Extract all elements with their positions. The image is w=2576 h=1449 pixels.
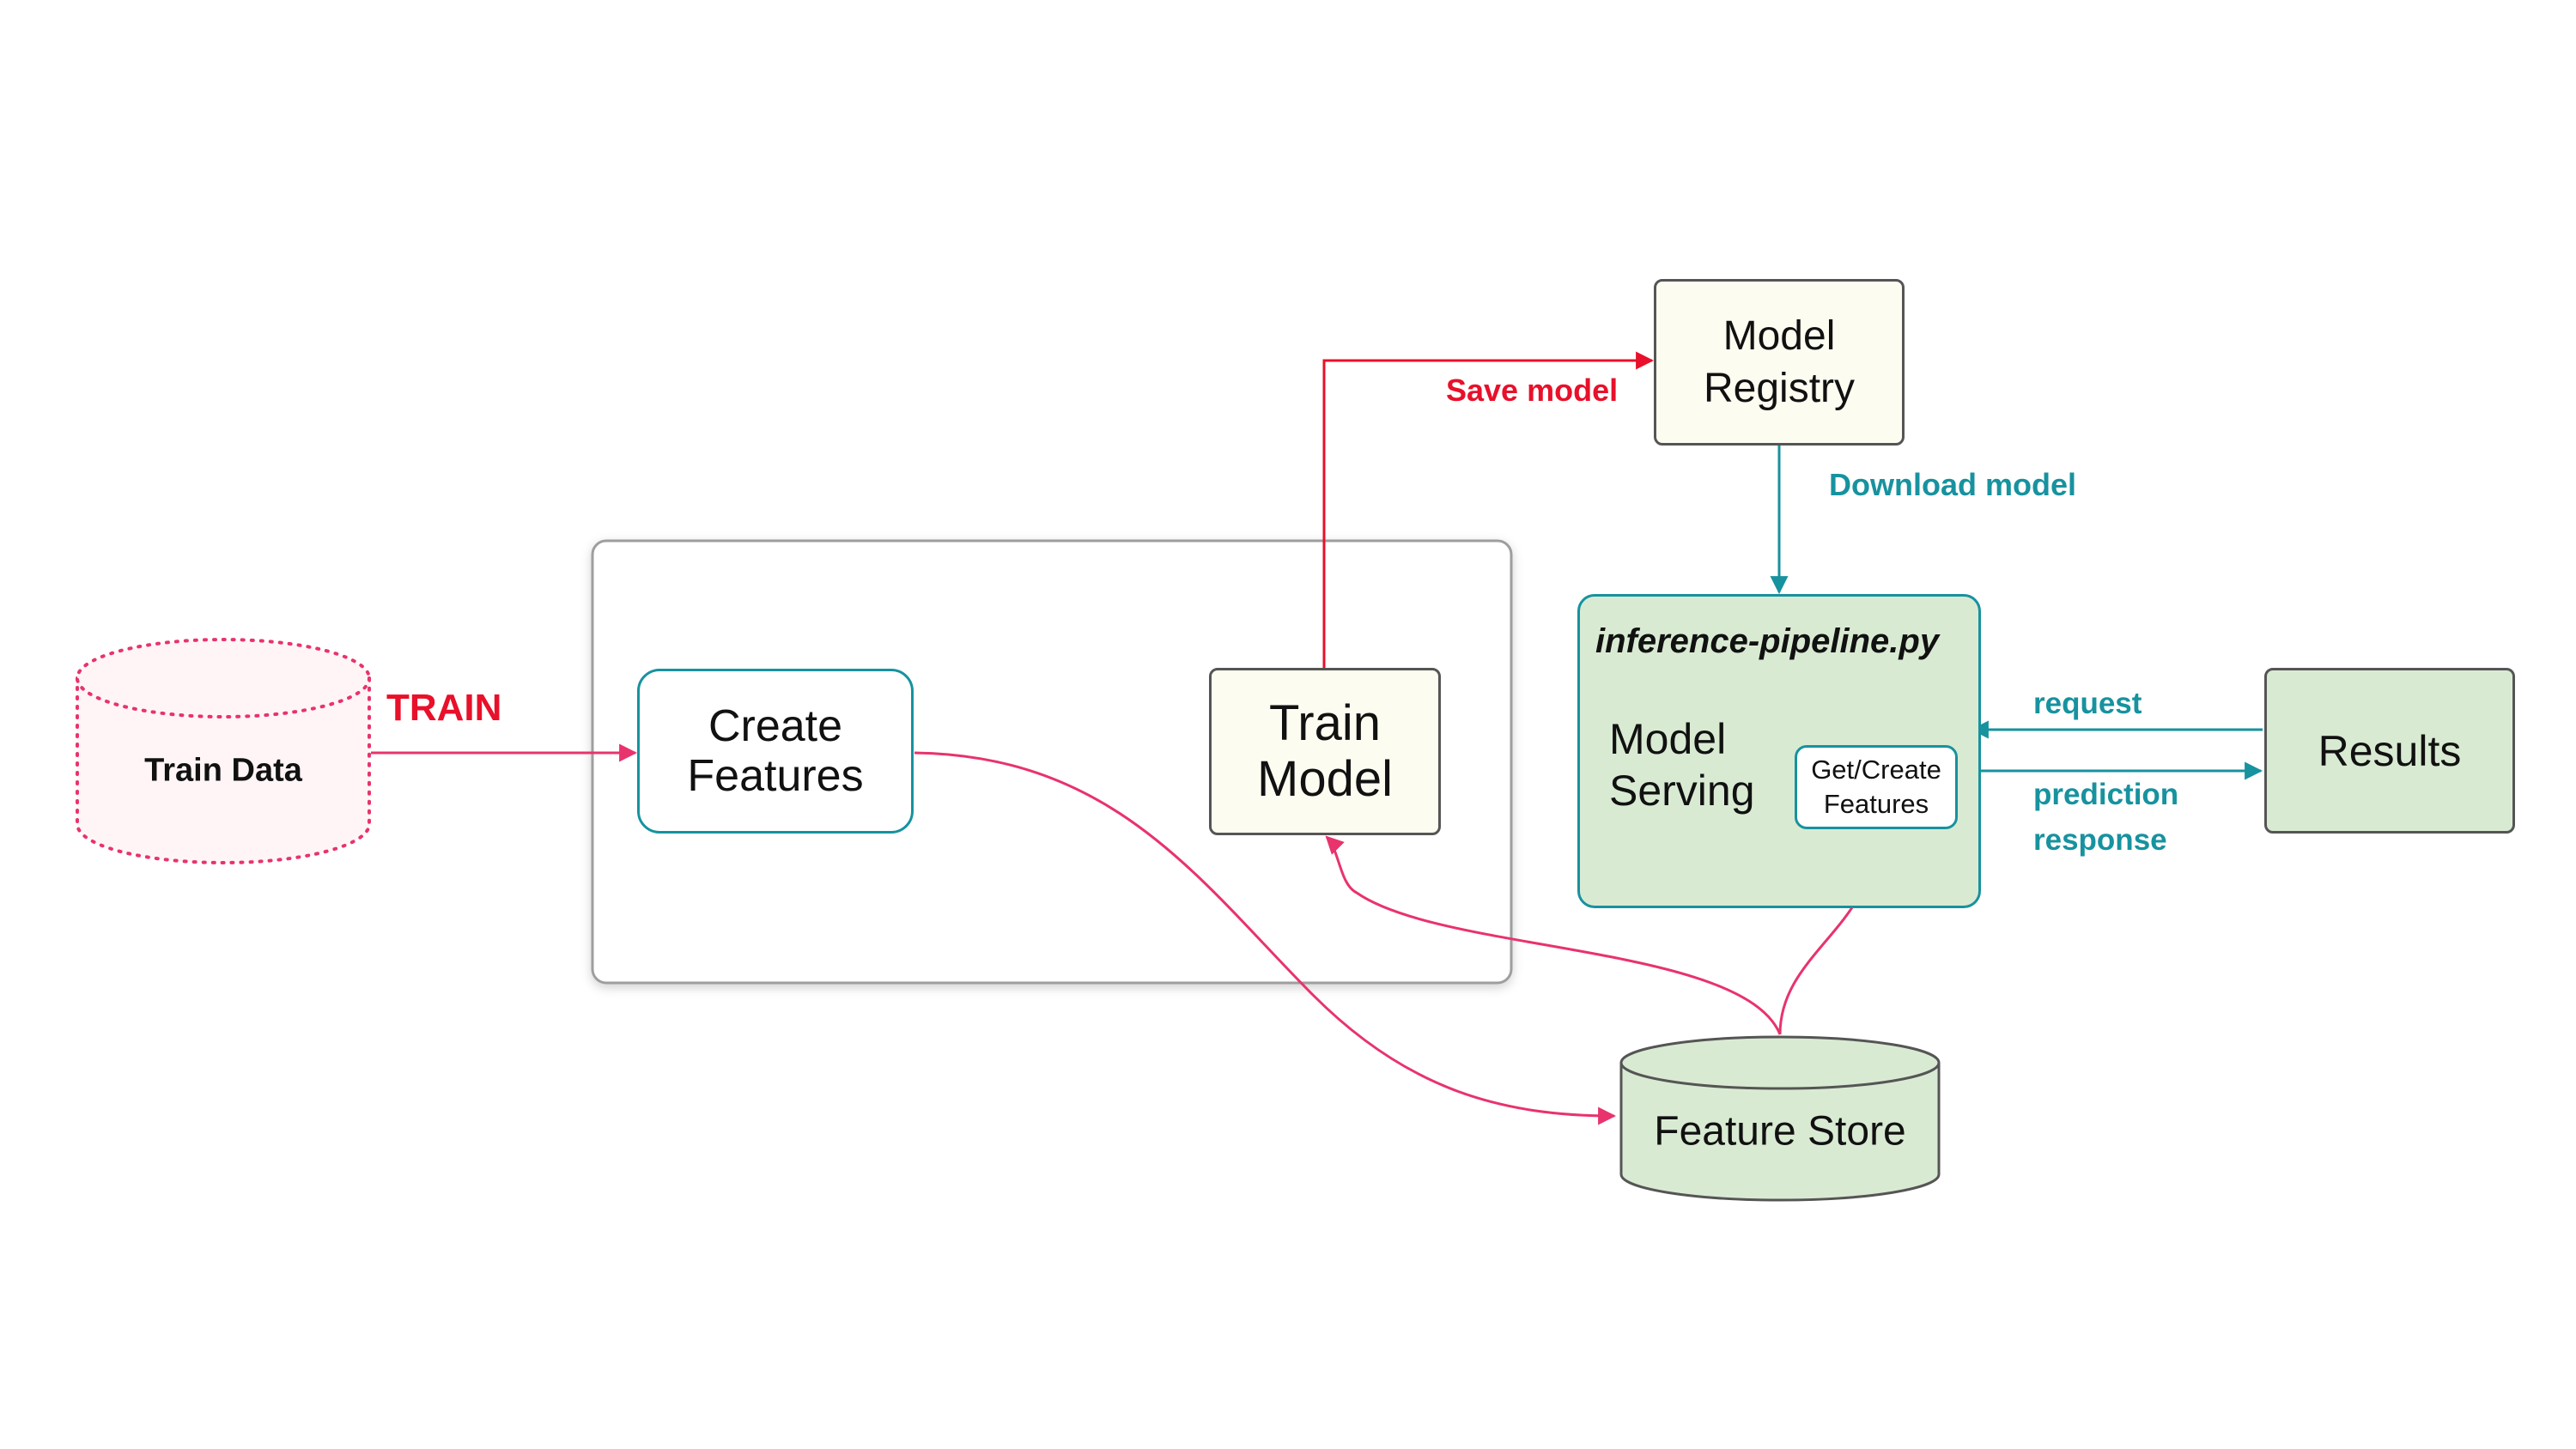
create-features-node: Create Features	[637, 669, 914, 834]
model-registry-line2: Registry	[1703, 366, 1856, 411]
prediction-response-label: prediction response	[2033, 773, 2178, 863]
train-data-label: Train Data	[144, 752, 302, 789]
features-to-store-arrow	[914, 751, 1617, 1125]
feature-store-cylinder	[1619, 1035, 1941, 1202]
train-data-cylinder	[76, 638, 371, 864]
train-edge-label: TRAIN	[386, 687, 502, 729]
save-model-arrow	[1322, 351, 1655, 668]
model-serving-label: Model Serving	[1609, 713, 1755, 816]
get-create-line1: Get/Create	[1811, 754, 1941, 785]
inference-pipeline-title: inference-pipeline.py	[1595, 622, 1940, 660]
train-model-line2: Model	[1257, 750, 1393, 807]
save-model-label: Save model	[1446, 373, 1619, 408]
model-serving-line2: Serving	[1609, 767, 1755, 815]
feature-store-label: Feature Store	[1654, 1108, 1906, 1155]
feature-pipeline-container	[591, 539, 1513, 985]
results-node: Results	[2264, 668, 2515, 834]
prediction-line2: response	[2033, 822, 2167, 857]
train-model-line1: Train	[1268, 694, 1381, 751]
model-registry-line1: Model	[1722, 312, 1836, 359]
get-create-features-node: Get/Create Features	[1795, 745, 1958, 829]
download-model-label: Download model	[1829, 467, 2076, 502]
model-serving-line1: Model	[1609, 715, 1727, 763]
create-features-line1: Create	[708, 700, 843, 751]
request-label: request	[2033, 687, 2142, 720]
store-to-train-model-arrow	[1325, 835, 1782, 1035]
create-features-line2: Features	[687, 751, 864, 801]
model-registry-node: Model Registry	[1654, 279, 1905, 446]
prediction-line1: prediction	[2033, 778, 2179, 811]
train-model-node: Train Model	[1209, 668, 1441, 835]
results-label: Results	[2318, 726, 2462, 775]
get-create-line2: Features	[1823, 789, 1929, 819]
